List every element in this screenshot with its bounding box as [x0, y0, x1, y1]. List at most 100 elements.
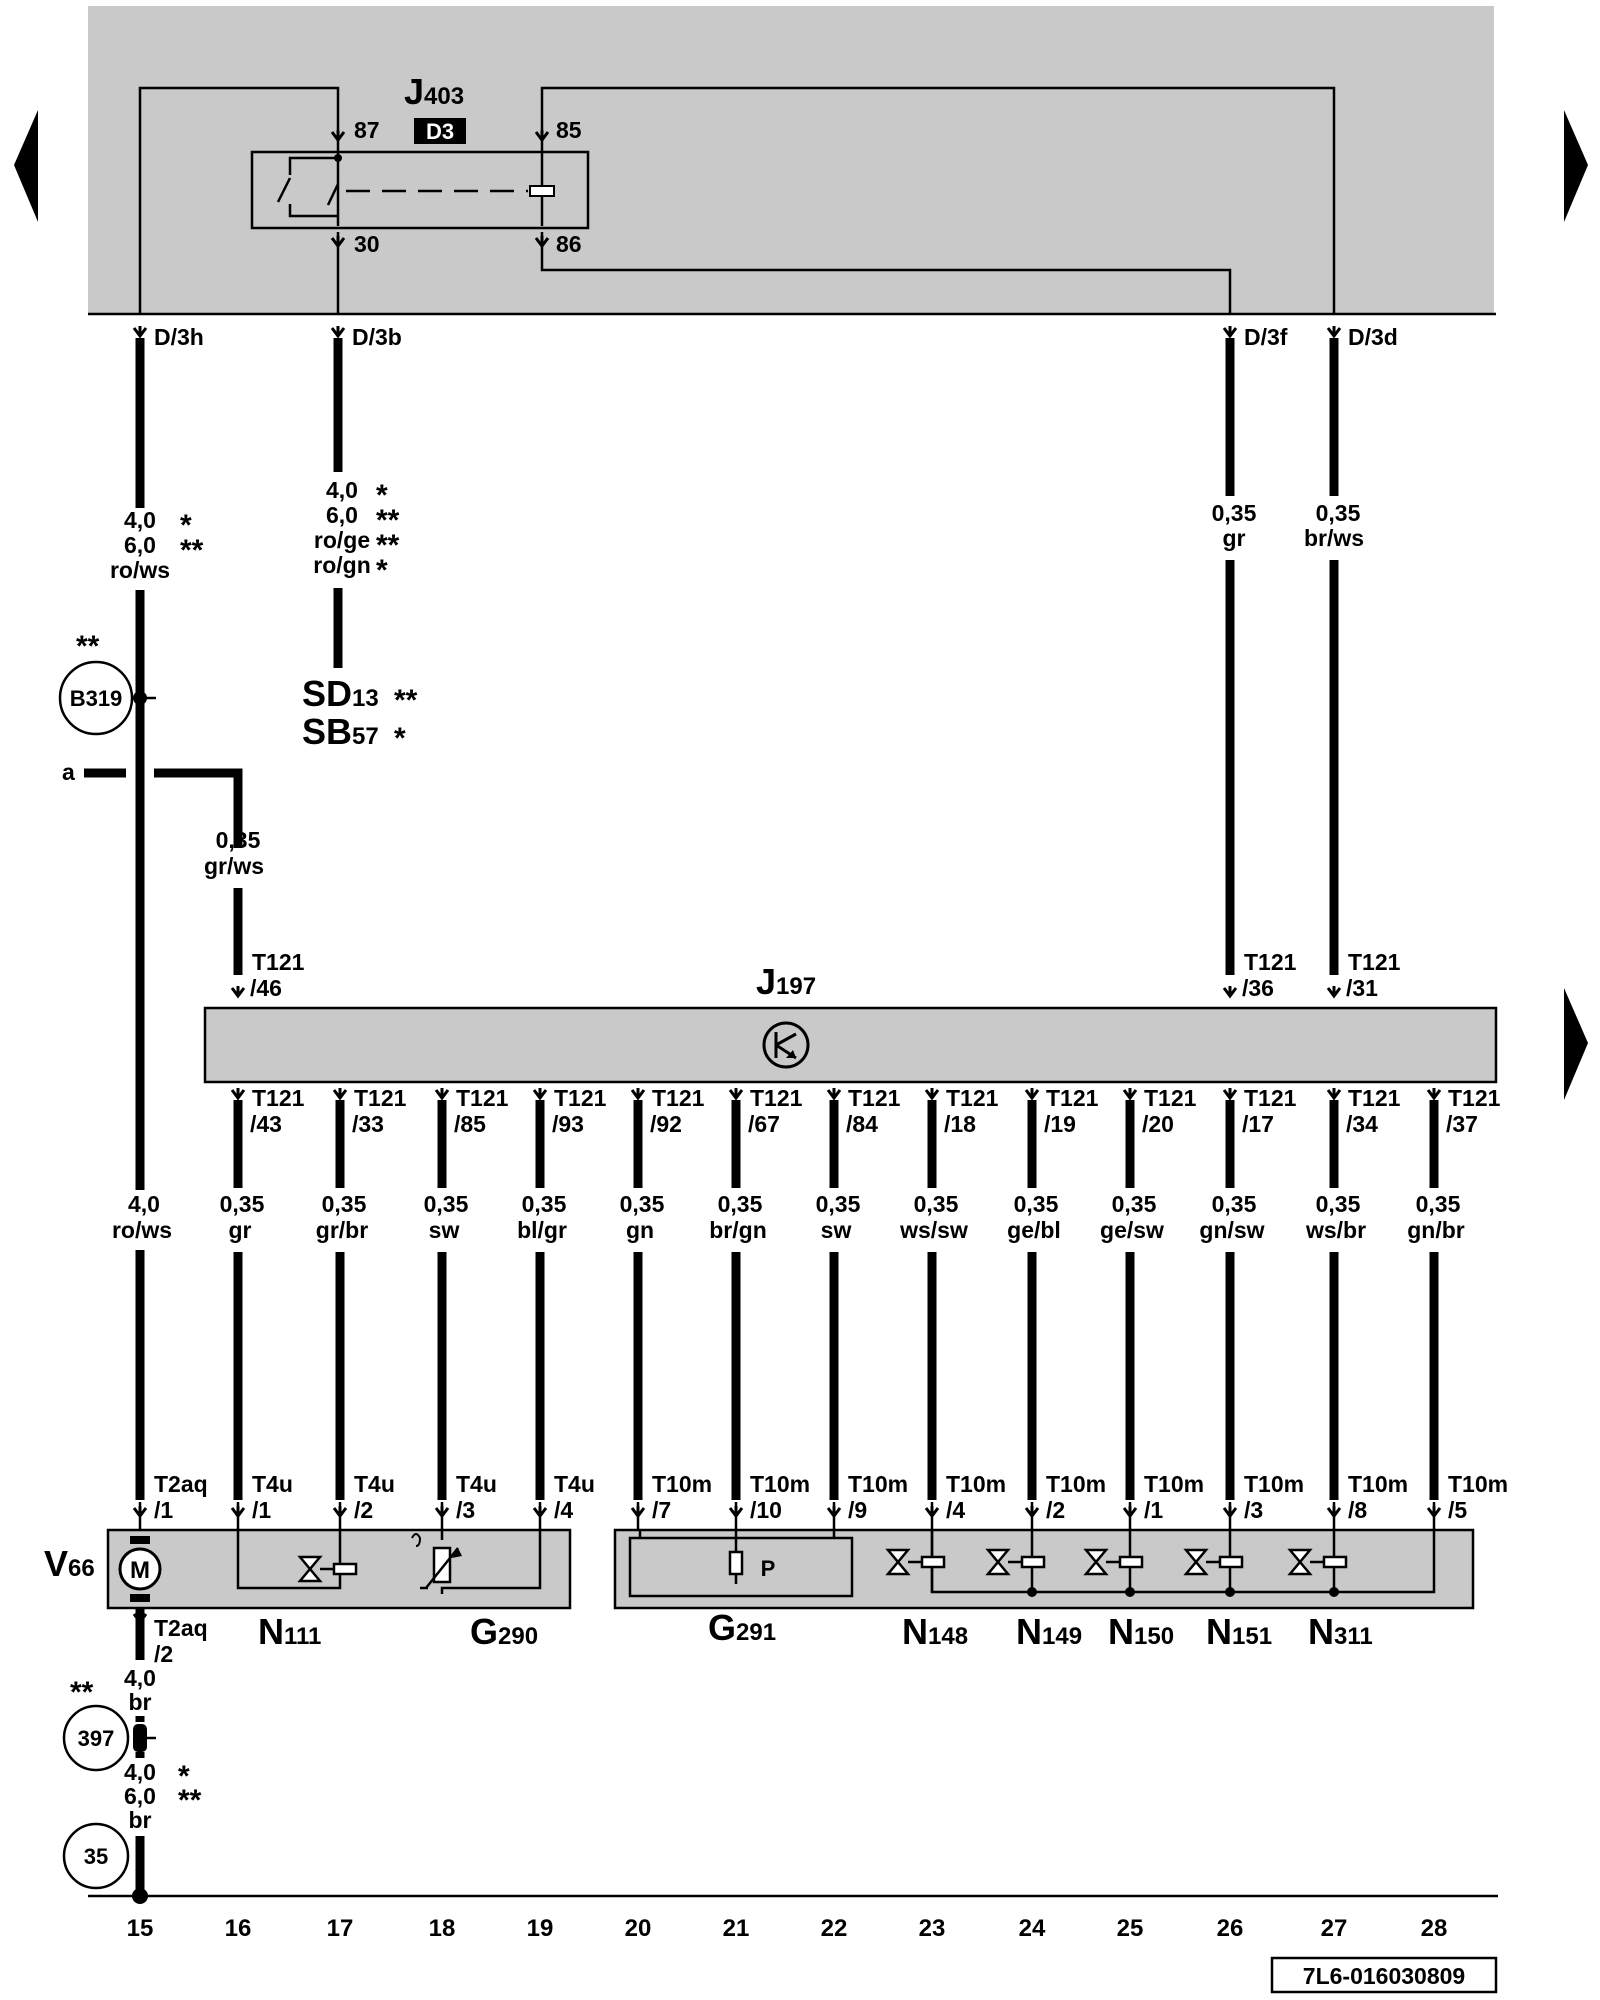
point-a: a	[62, 759, 75, 785]
component-pin-num: /3	[1244, 1497, 1263, 1523]
wire-size: 0,35	[914, 1191, 959, 1217]
next-page-arrow-icon-lower[interactable]	[1564, 988, 1588, 1100]
wire-size: 0,35	[322, 1191, 367, 1217]
component-pin: T4u	[554, 1471, 595, 1497]
wire-a-color: gr/ws	[204, 853, 264, 879]
connector-d3h: D/3h	[154, 324, 204, 350]
connector-d3f: D/3f	[1244, 324, 1288, 350]
column-number: 16	[225, 1915, 252, 1942]
component-pin: T10m	[1144, 1471, 1204, 1497]
motor-v66-icon: M	[118, 1536, 162, 1602]
mark-one: *	[394, 722, 406, 755]
wire-size: 0,35	[1316, 1191, 1361, 1217]
wire-size: 0,35	[424, 1191, 469, 1217]
column-number: 18	[429, 1915, 456, 1942]
ecu-top-pin-31: T121	[1348, 949, 1401, 975]
component-pin: T10m	[1348, 1471, 1408, 1497]
component-pin: T4u	[456, 1471, 497, 1497]
prev-page-arrow-icon[interactable]	[14, 110, 38, 222]
ecu-bottom-pin-num: /33	[352, 1111, 384, 1137]
ecu-bottom-pin-num: /93	[552, 1111, 584, 1137]
mark-one: *	[376, 554, 388, 587]
component-n148: N148	[902, 1611, 968, 1652]
ground-wire-2-size-1: 4,0	[124, 1759, 156, 1785]
wire-color: ge/sw	[1100, 1217, 1164, 1243]
ecu-bottom-pin-num: /19	[1044, 1111, 1076, 1137]
ground-wire-1-color: br	[129, 1689, 152, 1715]
next-page-arrow-icon[interactable]	[1564, 110, 1588, 222]
mark-two: **	[70, 1676, 94, 1709]
ecu-bottom-pin-num: /84	[846, 1111, 878, 1137]
ground-b319-label: B319	[70, 686, 123, 711]
wire-color: sw	[821, 1217, 852, 1243]
mark-two: **	[376, 529, 400, 562]
component-pin-num: /1	[154, 1497, 173, 1523]
wire-26-size: 0,35	[1212, 500, 1257, 526]
ecu-bottom-pin: T121	[554, 1085, 607, 1111]
relay-panel	[88, 6, 1494, 314]
ecu-name: J197	[756, 961, 816, 1002]
fuse-sd13: SD13	[302, 673, 379, 714]
ecu-symbol-icon	[762, 1021, 810, 1069]
wire-color: ws/sw	[899, 1217, 968, 1243]
wire-17-color-1: ro/ge	[314, 527, 370, 553]
ecu-bottom-pin-num: /17	[1242, 1111, 1274, 1137]
column-number: 19	[527, 1915, 554, 1942]
component-pin-num: /2	[354, 1497, 373, 1523]
ground-wire-2-color: br	[129, 1807, 152, 1833]
wire-size: 0,35	[718, 1191, 763, 1217]
ecu-bottom-pin-num: /92	[650, 1111, 682, 1137]
ecu-bottom-pin: T121	[252, 1085, 305, 1111]
ecu-top-pin-46-num: /46	[250, 975, 282, 1001]
ground-397-label: 397	[78, 1726, 115, 1751]
wire-color: gn/sw	[1199, 1217, 1264, 1243]
mark-two: **	[178, 1784, 202, 1817]
relay-pin-87: 87	[354, 117, 380, 143]
ecu-bottom-pin: T121	[1244, 1085, 1297, 1111]
ground-35-label: 35	[84, 1844, 108, 1869]
relay-pin-30: 30	[354, 231, 380, 257]
motor-pin-2-num: /2	[154, 1641, 173, 1667]
wire-color: ws/br	[1305, 1217, 1366, 1243]
mark-two: **	[180, 534, 204, 567]
relay-j403	[250, 150, 590, 230]
wire-27-color: br/ws	[1304, 525, 1364, 551]
column-number: 15	[127, 1915, 154, 1942]
ecu-bottom-pin: T121	[652, 1085, 705, 1111]
component-pin-num: /10	[750, 1497, 782, 1523]
wire-27-size: 0,35	[1316, 500, 1361, 526]
ref-code-box	[1270, 1956, 1498, 1994]
wire-size: 0,35	[1014, 1191, 1059, 1217]
component-pin-num: /4	[946, 1497, 965, 1523]
sensor-glyph: P	[761, 1556, 776, 1581]
ecu-bottom-pin: T121	[1348, 1085, 1401, 1111]
wire-15-size-2: 6,0	[124, 532, 156, 558]
component-n151: N151	[1206, 1611, 1272, 1652]
column-number: 21	[723, 1915, 750, 1942]
ecu-bottom-pin-num: /34	[1346, 1111, 1378, 1137]
mark-one: *	[180, 509, 192, 542]
ecu-bottom-pin: T121	[848, 1085, 901, 1111]
ecu-bottom-pin-num: /85	[454, 1111, 486, 1137]
wire-color: gn	[626, 1217, 654, 1243]
relay-badge-text: D3	[426, 119, 454, 144]
ecu-top-pin-46: T121	[252, 949, 305, 975]
component-pin-num: /5	[1448, 1497, 1467, 1523]
component-pin: T10m	[750, 1471, 810, 1497]
component-pin-num: /7	[652, 1497, 671, 1523]
sensor-g290-icon	[411, 1533, 462, 1590]
component-pin: T10m	[848, 1471, 908, 1497]
component-n149: N149	[1016, 1611, 1082, 1652]
component-n311: N311	[1308, 1611, 1373, 1652]
relay-pin-85: 85	[556, 117, 582, 143]
wire-17-color-2: ro/gn	[313, 552, 371, 578]
ecu-bottom-pin: T121	[354, 1085, 407, 1111]
mark-two: **	[376, 504, 400, 537]
component-pin-num: /2	[1046, 1497, 1065, 1523]
component-pin-num: /8	[1348, 1497, 1367, 1523]
component-pin-num: /3	[456, 1497, 475, 1523]
component-pin: T10m	[946, 1471, 1006, 1497]
component-pin: T10m	[1448, 1471, 1508, 1497]
ecu-bottom-pin-num: /37	[1446, 1111, 1478, 1137]
